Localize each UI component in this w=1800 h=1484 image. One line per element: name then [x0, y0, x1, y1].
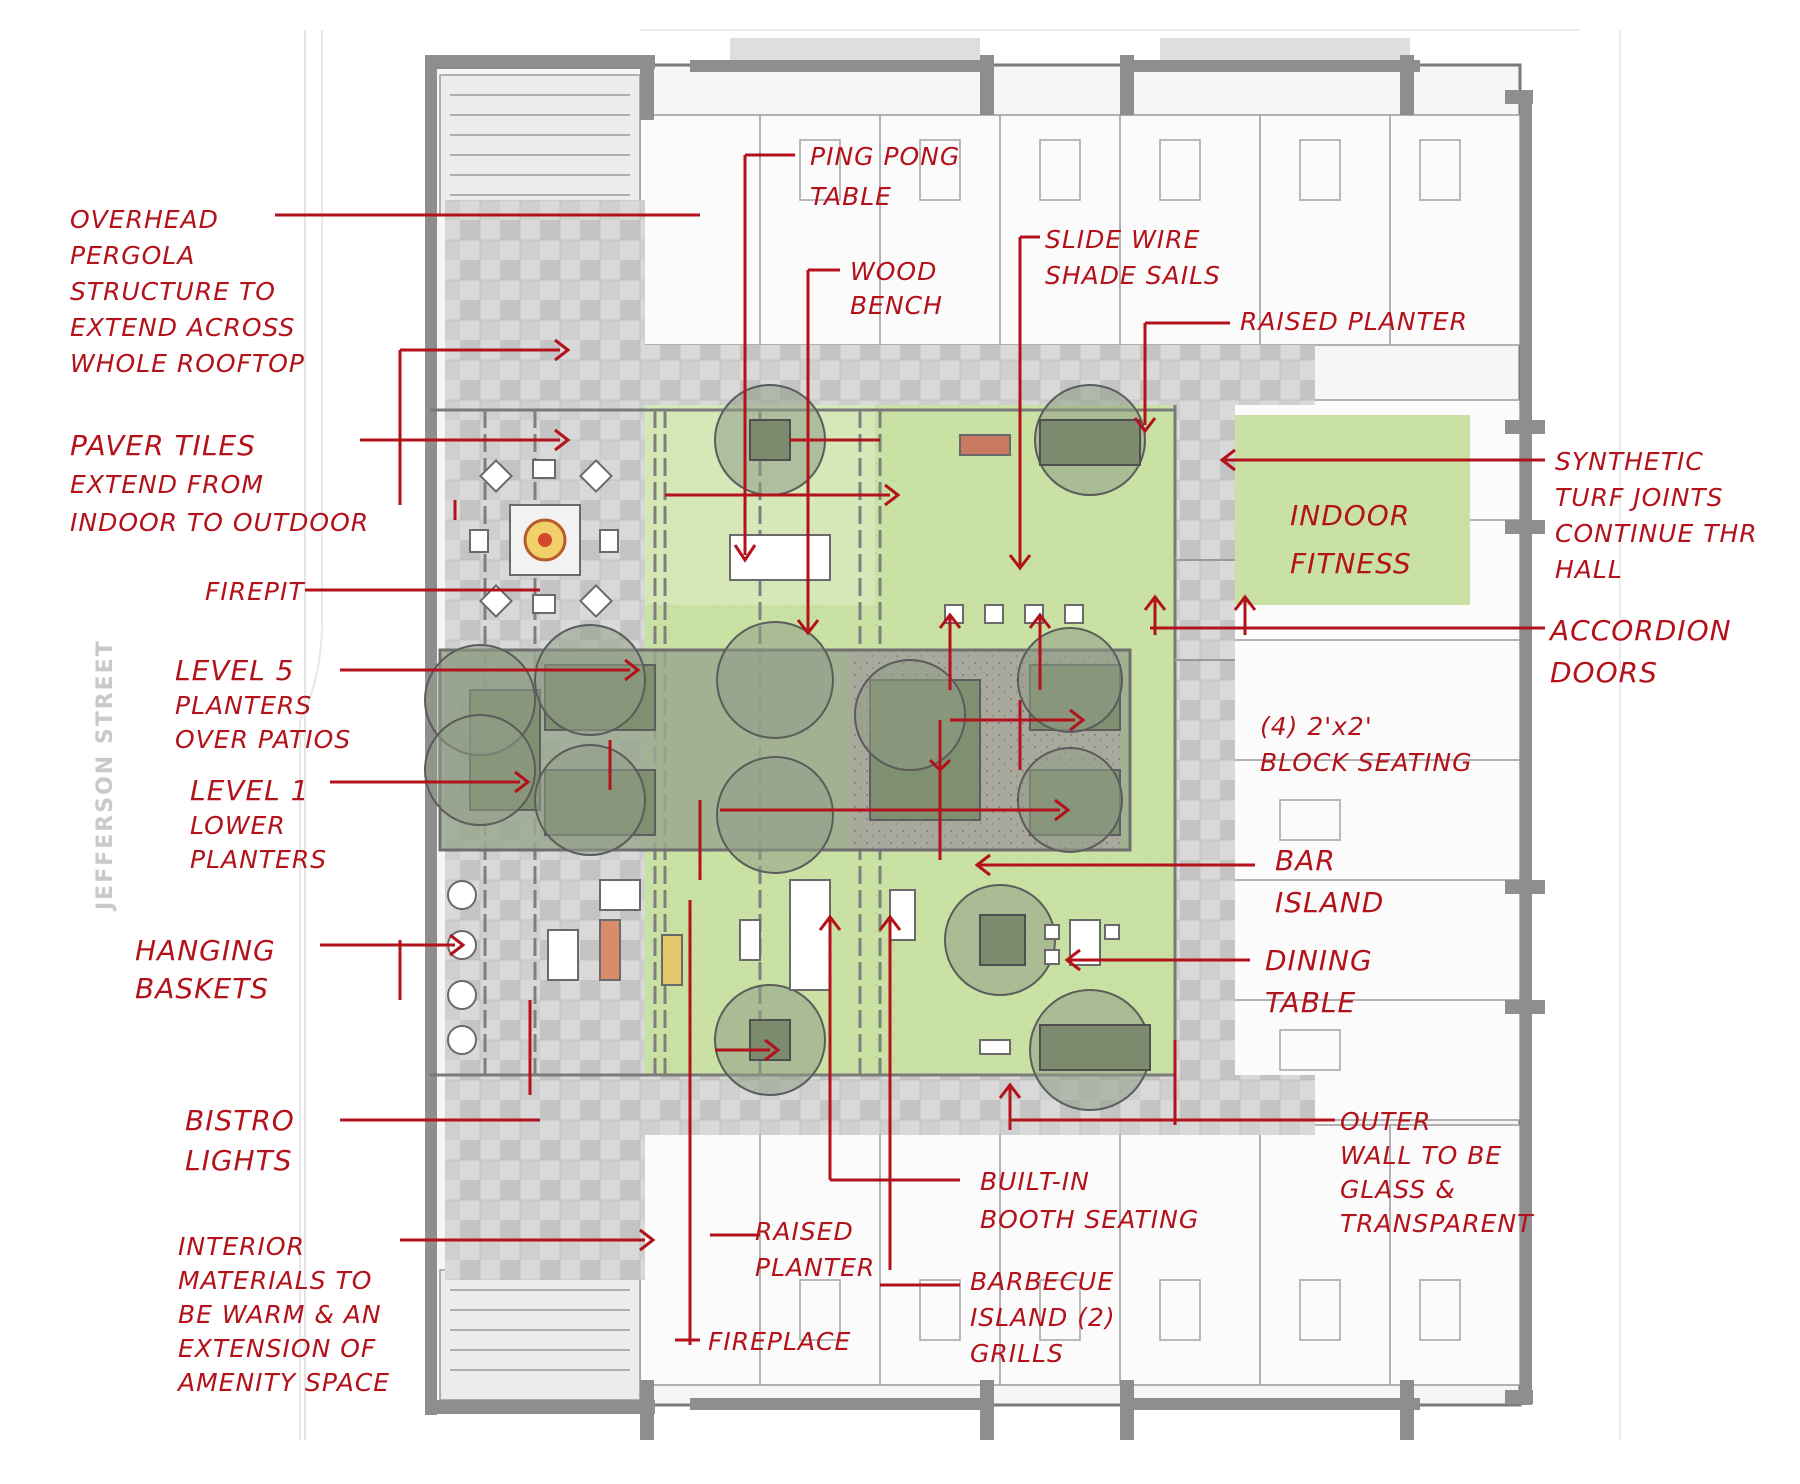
annotation-line: CONTINUE THR [1555, 519, 1758, 548]
annotation-outer-wall: OUTER WALL TO BE GLASS & TRANSPARENT [1340, 1107, 1534, 1238]
annotation-raised-planter-bottom: RAISED PLANTER [755, 1217, 875, 1282]
annotation-indoor-fitness: INDOOR FITNESS [1290, 499, 1412, 580]
annotation-line: ACCORDION [1548, 614, 1732, 647]
annotation-ping-pong: PING PONG TABLE [810, 142, 960, 211]
annotation-level1-planters: LEVEL 1 LOWER PLANTERS [190, 774, 327, 874]
annotation-block-seating: (4) 2'x2' BLOCK SEATING [1260, 712, 1472, 777]
annotation-line: AMENITY SPACE [176, 1368, 390, 1397]
annotation-line: FIREPLACE [708, 1327, 851, 1356]
annotation-line: PLANTER [755, 1253, 875, 1282]
annotation-level5-planters: LEVEL 5 PLANTERS OVER PATIOS [175, 654, 351, 754]
annotation-line: (4) 2'x2' [1260, 712, 1373, 741]
annotation-firepit: FIREPIT [205, 577, 305, 606]
annotation-line: TRANSPARENT [1340, 1209, 1534, 1238]
annotation-line: EXTEND ACROSS [70, 313, 295, 342]
annotation-line: SHADE SAILS [1045, 261, 1221, 290]
annotation-hanging-baskets: HANGING BASKETS [135, 934, 276, 1005]
annotation-line: FITNESS [1290, 547, 1412, 580]
annotation-line: INDOOR [1290, 499, 1410, 532]
annotation-line: DOORS [1550, 656, 1658, 689]
annotation-line: INTERIOR [178, 1232, 305, 1261]
annotation-line: BUILT-IN [980, 1167, 1090, 1196]
annotation-line: TABLE [1265, 986, 1356, 1019]
annotation-line: PAVER TILES [70, 429, 256, 462]
annotation-line: BE WARM & AN [178, 1300, 382, 1329]
annotation-paver-tiles: PAVER TILES EXTEND FROM INDOOR TO OUTDOOR [70, 429, 369, 537]
annotation-line: FIREPIT [205, 577, 305, 606]
unit-partitions [450, 94, 1520, 1385]
tree-canopies [424, 384, 1151, 1111]
annotation-line: TABLE [810, 182, 892, 211]
street-label: JEFFERSON STREET [93, 639, 118, 912]
annotation-line: INDOOR TO OUTDOOR [70, 508, 369, 537]
annotation-leaders [275, 153, 1545, 1345]
annotation-bistro-lights: BISTRO LIGHTS [185, 1104, 295, 1177]
annotation-line: HALL [1555, 555, 1623, 584]
annotation-line: BLOCK SEATING [1260, 748, 1472, 777]
annotation-line: WOOD [850, 257, 937, 286]
annotation-line: OUTER [1340, 1107, 1431, 1136]
annotation-line: MATERIALS TO [178, 1266, 372, 1295]
annotation-line: BARBECUE [970, 1267, 1114, 1296]
annotation-line: BOOTH SEATING [980, 1205, 1199, 1234]
annotation-line: EXTEND FROM [70, 470, 264, 499]
annotation-line: LEVEL 1 [190, 774, 309, 807]
annotation-line: WALL TO BE [1340, 1141, 1502, 1170]
site-furniture [547, 434, 1120, 1055]
annotation-texts: OVERHEAD PERGOLA STRUCTURE TO EXTEND ACROSS… [70, 142, 1758, 1397]
annotation-line: BAR [1275, 844, 1336, 877]
annotation-line: GLASS & [1340, 1175, 1456, 1204]
annotation-line: RAISED PLANTER [1240, 307, 1468, 336]
annotation-line: SLIDE WIRE [1045, 225, 1200, 254]
annotation-line: RAISED [755, 1217, 854, 1246]
annotation-line: LIGHTS [185, 1144, 293, 1177]
annotation-line: WHOLE ROOFTOP [70, 349, 305, 378]
annotation-wood-bench: WOOD BENCH [850, 257, 943, 320]
annotation-bar-island: BAR ISLAND [1275, 844, 1384, 919]
annotation-line: PING PONG [810, 142, 960, 171]
annotation-line: PERGOLA [70, 241, 195, 270]
annotation-interior-materials: INTERIOR MATERIALS TO BE WARM & AN EXTENSIO… [176, 1232, 390, 1397]
firepit-lounge [469, 459, 619, 618]
annotation-line: PLANTERS [175, 691, 312, 720]
annotation-line: BASKETS [135, 972, 269, 1005]
annotation-barbecue-island: BARBECUE ISLAND (2) GRILLS [970, 1267, 1116, 1368]
annotation-line: OVERHEAD [70, 205, 219, 234]
annotation-overhead-pergola: OVERHEAD PERGOLA STRUCTURE TO EXTEND ACROSS… [70, 205, 305, 378]
annotation-slide-wire: SLIDE WIRE SHADE SAILS [1045, 225, 1221, 290]
annotation-line: STRUCTURE TO [70, 277, 276, 306]
annotation-line: LOWER [190, 811, 286, 840]
annotation-line: DINING [1265, 944, 1373, 977]
annotation-line: OVER PATIOS [175, 725, 351, 754]
annotation-fireplace: FIREPLACE [708, 1327, 851, 1356]
annotation-line: ISLAND [1275, 886, 1384, 919]
annotation-line: PLANTERS [190, 845, 327, 874]
annotation-accordion-doors: ACCORDION DOORS [1548, 614, 1732, 689]
annotation-line: BENCH [850, 291, 943, 320]
annotation-line: TURF JOINTS [1555, 483, 1724, 512]
annotation-dining-table: DINING TABLE [1265, 944, 1373, 1019]
annotation-synthetic-turf: SYNTHETIC TURF JOINTS CONTINUE THR HALL [1555, 447, 1758, 584]
annotation-line: EXTENSION OF [178, 1334, 376, 1363]
annotation-line: GRILLS [970, 1339, 1064, 1368]
annotation-line: ISLAND (2) [970, 1303, 1116, 1332]
annotation-line: SYNTHETIC [1555, 447, 1704, 476]
annotation-line: LEVEL 5 [175, 654, 294, 687]
tree-pots [749, 419, 1151, 1071]
annotation-line: BISTRO [185, 1104, 295, 1137]
annotation-raised-planter-top: RAISED PLANTER [1240, 307, 1468, 336]
annotation-line: HANGING [135, 934, 276, 967]
annotation-built-in-booth: BUILT-IN BOOTH SEATING [980, 1167, 1199, 1234]
